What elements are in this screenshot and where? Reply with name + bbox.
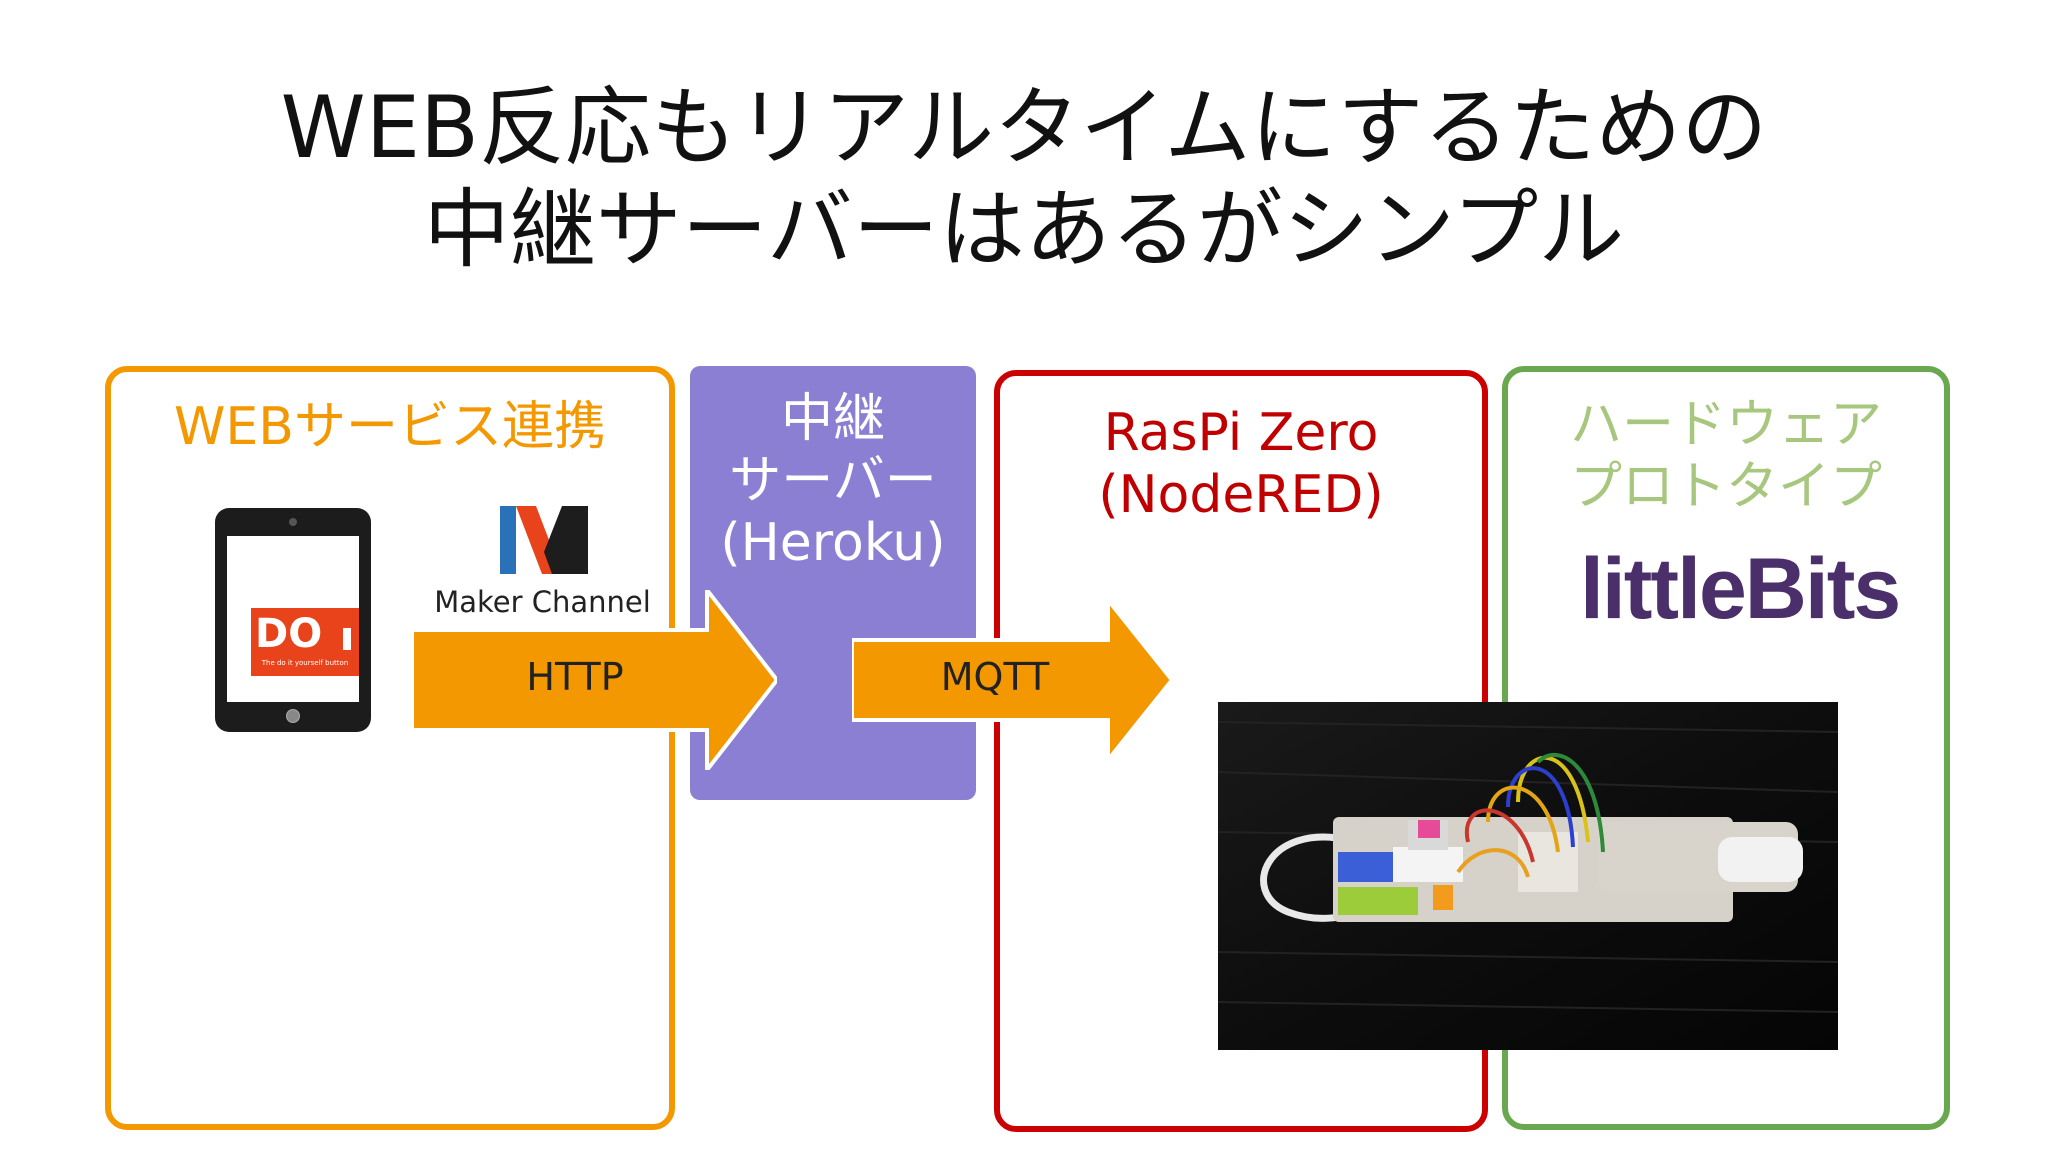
do-app-figure [343, 628, 351, 650]
tablet-camera [289, 518, 297, 526]
hardware-title-line2: プロトタイプ [1569, 457, 1882, 517]
web-services-title: WEBサービス連携 [174, 397, 606, 457]
http-arrow [412, 590, 777, 770]
littlebits-logo: littleBits [1580, 541, 1901, 637]
maker-channel-label: Maker Channel [434, 585, 651, 619]
tablet-icon: DO The do it yourself button [215, 508, 371, 732]
maker-channel-logo [500, 506, 588, 574]
do-app-text: DO [255, 611, 323, 657]
do-button-app-icon: DO The do it yourself button [251, 608, 359, 676]
hardware-title-line1: ハードウェア [1569, 395, 1882, 455]
slide-title-line1: WEB反応もリアルタイムにするための [280, 78, 1768, 178]
mqtt-arrow-label: MQTT [940, 655, 1050, 699]
raspi-title-line2: (NodeRED) [1098, 465, 1384, 525]
mqtt-arrow [852, 600, 1172, 760]
relay-title-line3: (Heroku) [720, 513, 946, 573]
raspi-title-line1: RasPi Zero [1103, 403, 1379, 463]
relay-title-line2: サーバー [729, 451, 937, 511]
raspi-littlebits-photo [1218, 702, 1838, 1050]
tablet-screen: DO The do it yourself button [227, 536, 359, 702]
web-services-panel: WEBサービス連携 [105, 366, 675, 1130]
do-app-subtext: The do it yourself button [261, 659, 349, 667]
http-arrow-label: HTTP [526, 655, 624, 699]
tablet-home-button [286, 709, 300, 723]
relay-title-line1: 中継 [780, 389, 885, 449]
hardware-photo-illustration [1218, 702, 1838, 1050]
slide-title-line2: 中継サーバーはあるがシンプル [423, 180, 1625, 280]
